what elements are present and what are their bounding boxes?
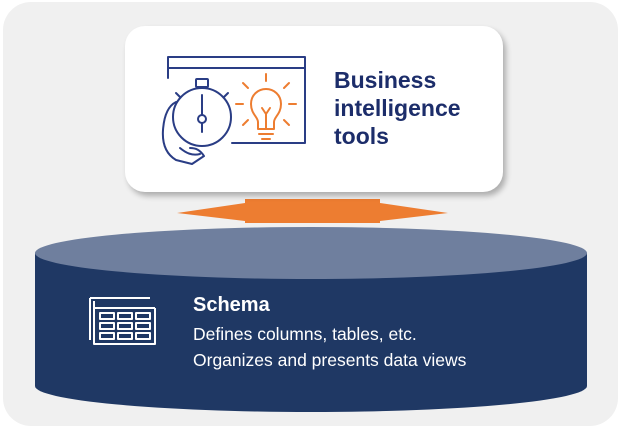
schema-text-block: Schema Defines columns, tables, etc. Org… xyxy=(193,293,466,373)
schema-cylinder-body xyxy=(35,253,587,412)
upward-arrow-shaft xyxy=(245,199,380,223)
table-grid-icon xyxy=(89,297,156,345)
schema-line-columns: Defines columns, tables, etc. xyxy=(193,324,417,344)
browser-window-icon xyxy=(167,56,306,144)
hand-icon xyxy=(161,101,205,165)
bi-tools-card xyxy=(125,26,503,192)
lightbulb-icon xyxy=(235,73,297,140)
stopwatch-hand-lightbulb-icon xyxy=(161,56,306,165)
schema-title: Schema xyxy=(193,294,270,316)
bi-tools-title: Business intelligence tools xyxy=(334,67,461,149)
schema-line-views: Organizes and presents data views xyxy=(193,350,467,370)
schema-cylinder-top xyxy=(35,227,587,279)
